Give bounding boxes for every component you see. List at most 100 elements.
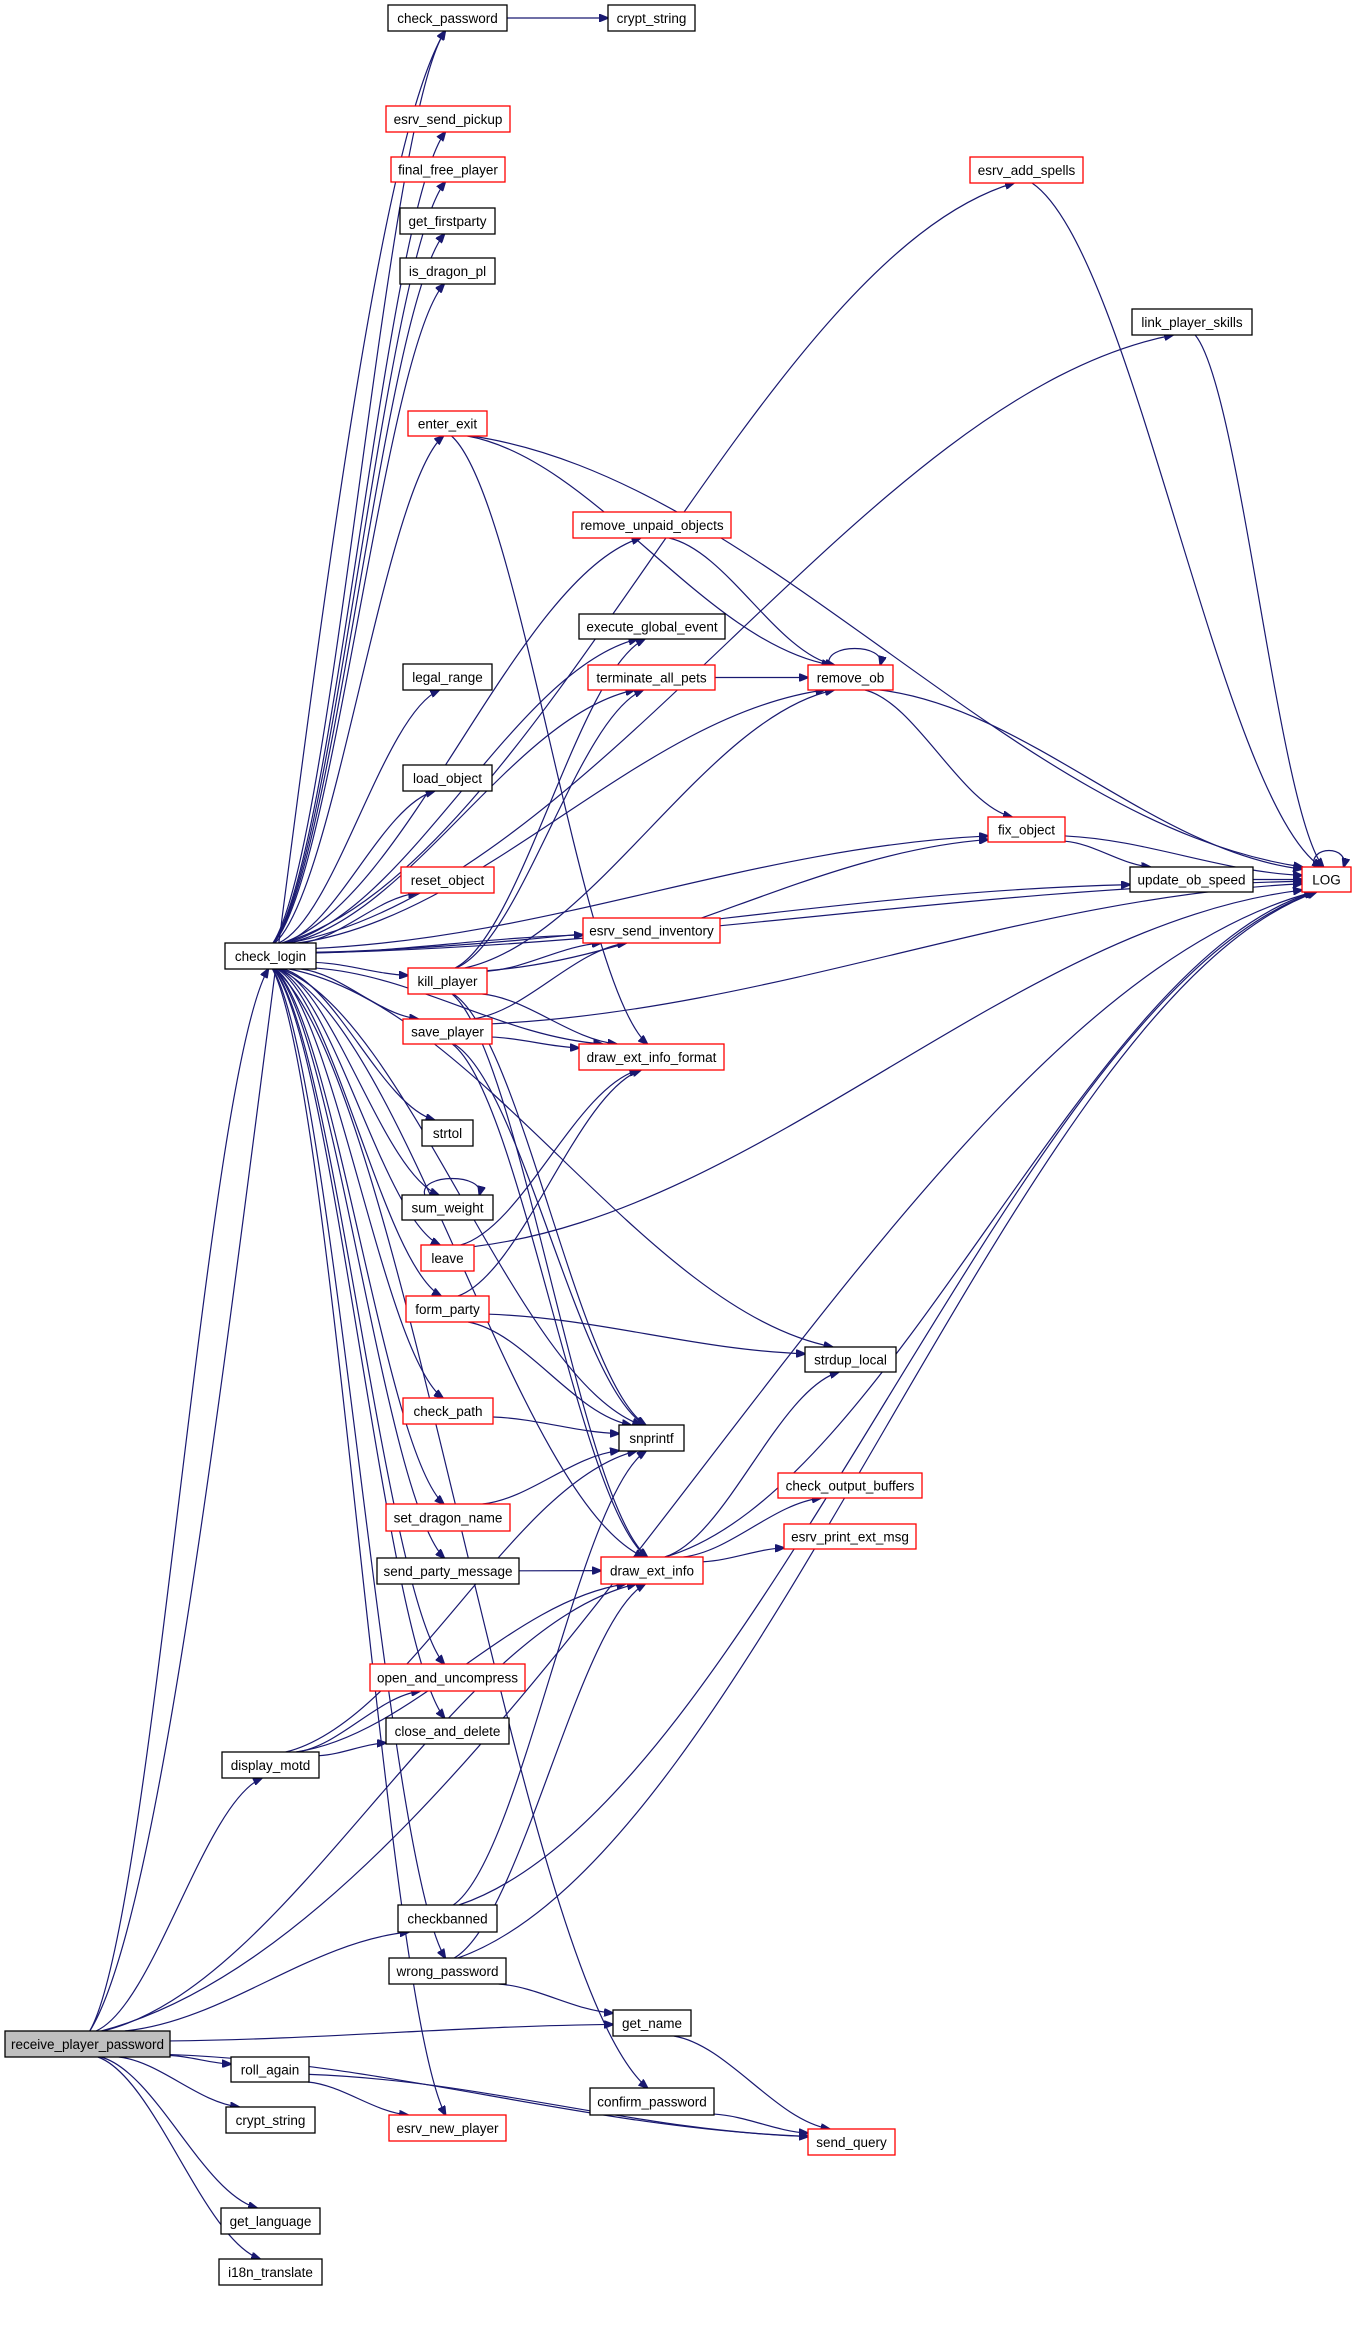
edge-receive-player-password-to-get-language (100, 2056, 257, 2208)
node-log[interactable]: LOG (1301, 866, 1352, 893)
node-is-dragon-pl[interactable]: is_dragon_pl (399, 257, 496, 285)
node-receive-player-password[interactable]: receive_player_password (4, 2030, 171, 2058)
node-box (618, 1424, 685, 1452)
node-reset-object[interactable]: reset_object (400, 866, 495, 894)
edge-check-login-to-esrv-send-pickup (272, 132, 445, 944)
node-wrong-password[interactable]: wrong_password (388, 1957, 507, 1985)
node-get-language[interactable]: get_language (220, 2207, 321, 2235)
node-label: sum_weight (411, 1201, 483, 1216)
node-strtol[interactable]: strtol (421, 1119, 474, 1147)
node-legal-range[interactable]: legal_range (402, 663, 493, 691)
node-leave[interactable]: leave (420, 1244, 475, 1272)
node-box (421, 1119, 474, 1147)
node-send-party-message[interactable]: send_party_message (376, 1557, 520, 1585)
node-set-dragon-name[interactable]: set_dragon_name (385, 1503, 511, 1532)
edge-check-login-to-remove-unpaid-objects (281, 538, 640, 944)
node-check-path[interactable]: check_path (402, 1397, 494, 1425)
edge-check-login-to-strdup-local (289, 968, 832, 1347)
node-box (582, 917, 721, 944)
node-label: check_output_buffers (786, 1479, 915, 1494)
node-esrv-add-spells[interactable]: esrv_add_spells (969, 156, 1084, 184)
node-label: execute_global_event (586, 620, 718, 635)
edge-check-login-to-wrong-password (272, 968, 445, 1958)
node-roll-again[interactable]: roll_again (230, 2056, 310, 2083)
node-box (807, 664, 894, 691)
node-check-login[interactable]: check_login (224, 942, 317, 970)
node-esrv-send-inventory[interactable]: esrv_send_inventory (582, 917, 721, 944)
edge-link-player-skills-to-log (1194, 334, 1323, 867)
node-label: load_object (413, 771, 482, 786)
node-label: crypt_string (236, 2113, 306, 2128)
edge-check-login-to-close-and-delete (272, 968, 444, 1718)
node-open-and-uncompress[interactable]: open_and_uncompress (369, 1663, 526, 1692)
node-crypt-string-top[interactable]: crypt_string (607, 4, 696, 32)
node-strdup-local[interactable]: strdup_local (804, 1346, 897, 1373)
node-get-firstparty[interactable]: get_firstparty (399, 207, 496, 235)
node-label: is_dragon_pl (409, 264, 486, 279)
node-checkbanned[interactable]: checkbanned (397, 1904, 498, 1933)
node-box (402, 663, 493, 691)
edge-check-login-to-draw-ext-info-format (315, 967, 602, 1044)
node-display-motd[interactable]: display_motd (221, 1751, 320, 1779)
node-snprintf[interactable]: snprintf (618, 1424, 685, 1452)
edge-kill-player-to-esrv-send-inventory (486, 943, 601, 972)
node-execute-global-event[interactable]: execute_global_event (578, 613, 726, 640)
node-box (369, 1663, 526, 1692)
node-terminate-all-pets[interactable]: terminate_all_pets (587, 664, 716, 691)
node-label: esrv_send_pickup (394, 112, 503, 127)
node-label: esrv_print_ext_msg (791, 1530, 909, 1545)
node-draw-ext-info[interactable]: draw_ext_info (600, 1556, 704, 1585)
node-send-query[interactable]: send_query (807, 2128, 896, 2156)
node-remove-ob[interactable]: remove_ob (807, 664, 894, 691)
node-final-free-player[interactable]: final_free_player (390, 156, 506, 183)
node-label: esrv_send_inventory (589, 924, 714, 939)
node-sum-weight[interactable]: sum_weight (401, 1194, 494, 1221)
node-load-object[interactable]: load_object (402, 764, 493, 792)
node-label: form_party (415, 1302, 480, 1317)
node-label: kill_player (417, 974, 478, 989)
edge-display-motd-to-open-and-uncompress (296, 1691, 420, 1753)
edge-check-login-to-set-dragon-name (274, 968, 444, 1504)
node-draw-ext-info-format[interactable]: draw_ext_info_format (578, 1043, 725, 1071)
node-close-and-delete[interactable]: close_and_delete (385, 1717, 510, 1745)
node-form-party[interactable]: form_party (405, 1295, 490, 1323)
node-i18n-translate[interactable]: i18n_translate (218, 2258, 323, 2286)
node-label: i18n_translate (228, 2265, 313, 2280)
node-confirm-password[interactable]: confirm_password (589, 2087, 715, 2116)
node-label: close_and_delete (395, 1724, 501, 1739)
node-remove-unpaid-objects[interactable]: remove_unpaid_objects (572, 511, 732, 539)
edge-receive-player-password-to-check-login (89, 969, 269, 2032)
node-box (420, 1244, 475, 1272)
node-label: enter_exit (418, 417, 478, 432)
node-esrv-print-ext-msg[interactable]: esrv_print_ext_msg (783, 1523, 917, 1550)
node-label: send_party_message (383, 1564, 512, 1579)
node-box (390, 156, 506, 183)
node-check-output-buffers[interactable]: check_output_buffers (777, 1472, 923, 1499)
edge-save-player-to-log (491, 884, 1302, 1025)
edge-enter-exit-to-draw-ext-info-format (451, 435, 648, 1044)
node-kill-player[interactable]: kill_player (407, 967, 488, 995)
node-label: strdup_local (814, 1353, 887, 1368)
node-get-name[interactable]: get_name (612, 2009, 692, 2037)
node-fix-object[interactable]: fix_object (987, 816, 1066, 843)
node-crypt-string-bottom[interactable]: crypt_string (225, 2106, 316, 2134)
node-box (589, 2087, 715, 2116)
node-box (399, 257, 496, 285)
node-check-password[interactable]: check_password (387, 4, 508, 32)
edge-save-player-to-draw-ext-info-format (491, 1036, 579, 1048)
node-box (376, 1557, 520, 1585)
node-save-player[interactable]: save_player (402, 1018, 493, 1045)
node-label: snprintf (629, 1431, 674, 1446)
node-label: esrv_add_spells (978, 163, 1076, 178)
node-link-player-skills[interactable]: link_player_skills (1131, 308, 1253, 336)
edge-receive-player-password-to-log (101, 892, 1313, 2032)
node-esrv-new-player[interactable]: esrv_new_player (388, 2114, 507, 2142)
node-esrv-send-pickup[interactable]: esrv_send_pickup (385, 105, 511, 133)
node-box (578, 1043, 725, 1071)
node-box (607, 4, 696, 32)
edge-receive-player-password-to-display-motd (95, 1778, 262, 2032)
node-enter-exit[interactable]: enter_exit (407, 410, 488, 437)
node-label: set_dragon_name (394, 1511, 503, 1526)
edge-confirm-password-to-send-query (713, 2113, 808, 2133)
node-update-ob-speed[interactable]: update_ob_speed (1129, 866, 1254, 893)
